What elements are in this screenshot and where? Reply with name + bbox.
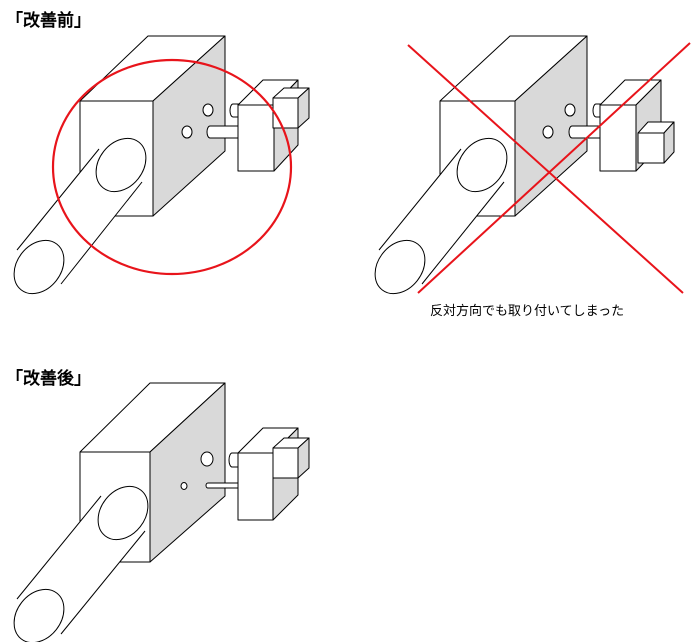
upper-hole bbox=[200, 451, 214, 467]
shaft-edge-lower bbox=[60, 181, 143, 285]
shaft-end bbox=[95, 137, 147, 193]
cube-front bbox=[637, 132, 665, 164]
shaft-tip bbox=[13, 239, 65, 295]
cross-mark-stroke-1 bbox=[407, 44, 684, 294]
wrong-orientation-caption: 反対方向でも取り付いてしまった bbox=[430, 304, 625, 319]
thin-lower-pin bbox=[205, 482, 239, 489]
lower-hole bbox=[542, 125, 554, 139]
cube-front bbox=[272, 447, 299, 479]
upper-hole bbox=[202, 103, 214, 117]
block-side-face bbox=[149, 382, 226, 563]
shaft-tip bbox=[13, 588, 65, 642]
assembly-after bbox=[13, 382, 310, 642]
shaft-end bbox=[97, 485, 149, 541]
connector-front bbox=[599, 104, 637, 172]
lower-hole bbox=[181, 125, 193, 139]
assembly-reversed bbox=[374, 35, 691, 295]
small-lower-hole bbox=[180, 482, 188, 490]
connector-front bbox=[237, 104, 275, 172]
lower-pin bbox=[206, 125, 239, 139]
shaft-tip bbox=[374, 239, 426, 295]
highlight-circle bbox=[51, 58, 293, 276]
lower-pin bbox=[568, 125, 601, 139]
upper-hole bbox=[564, 103, 576, 117]
shaft-edge-upper bbox=[16, 495, 102, 600]
shaft-edge-lower bbox=[421, 181, 505, 285]
shaft-edge-lower bbox=[60, 530, 146, 635]
cube-front bbox=[272, 97, 299, 129]
connector-front bbox=[237, 452, 274, 521]
block-side-face bbox=[514, 35, 588, 217]
shaft-edge-upper bbox=[378, 148, 462, 251]
shaft-end bbox=[456, 137, 508, 193]
before-label: 「改善前」 bbox=[6, 11, 91, 31]
after-label: 「改善後」 bbox=[6, 369, 91, 389]
assembly-before bbox=[13, 35, 310, 295]
cross-mark-stroke-2 bbox=[417, 42, 691, 294]
